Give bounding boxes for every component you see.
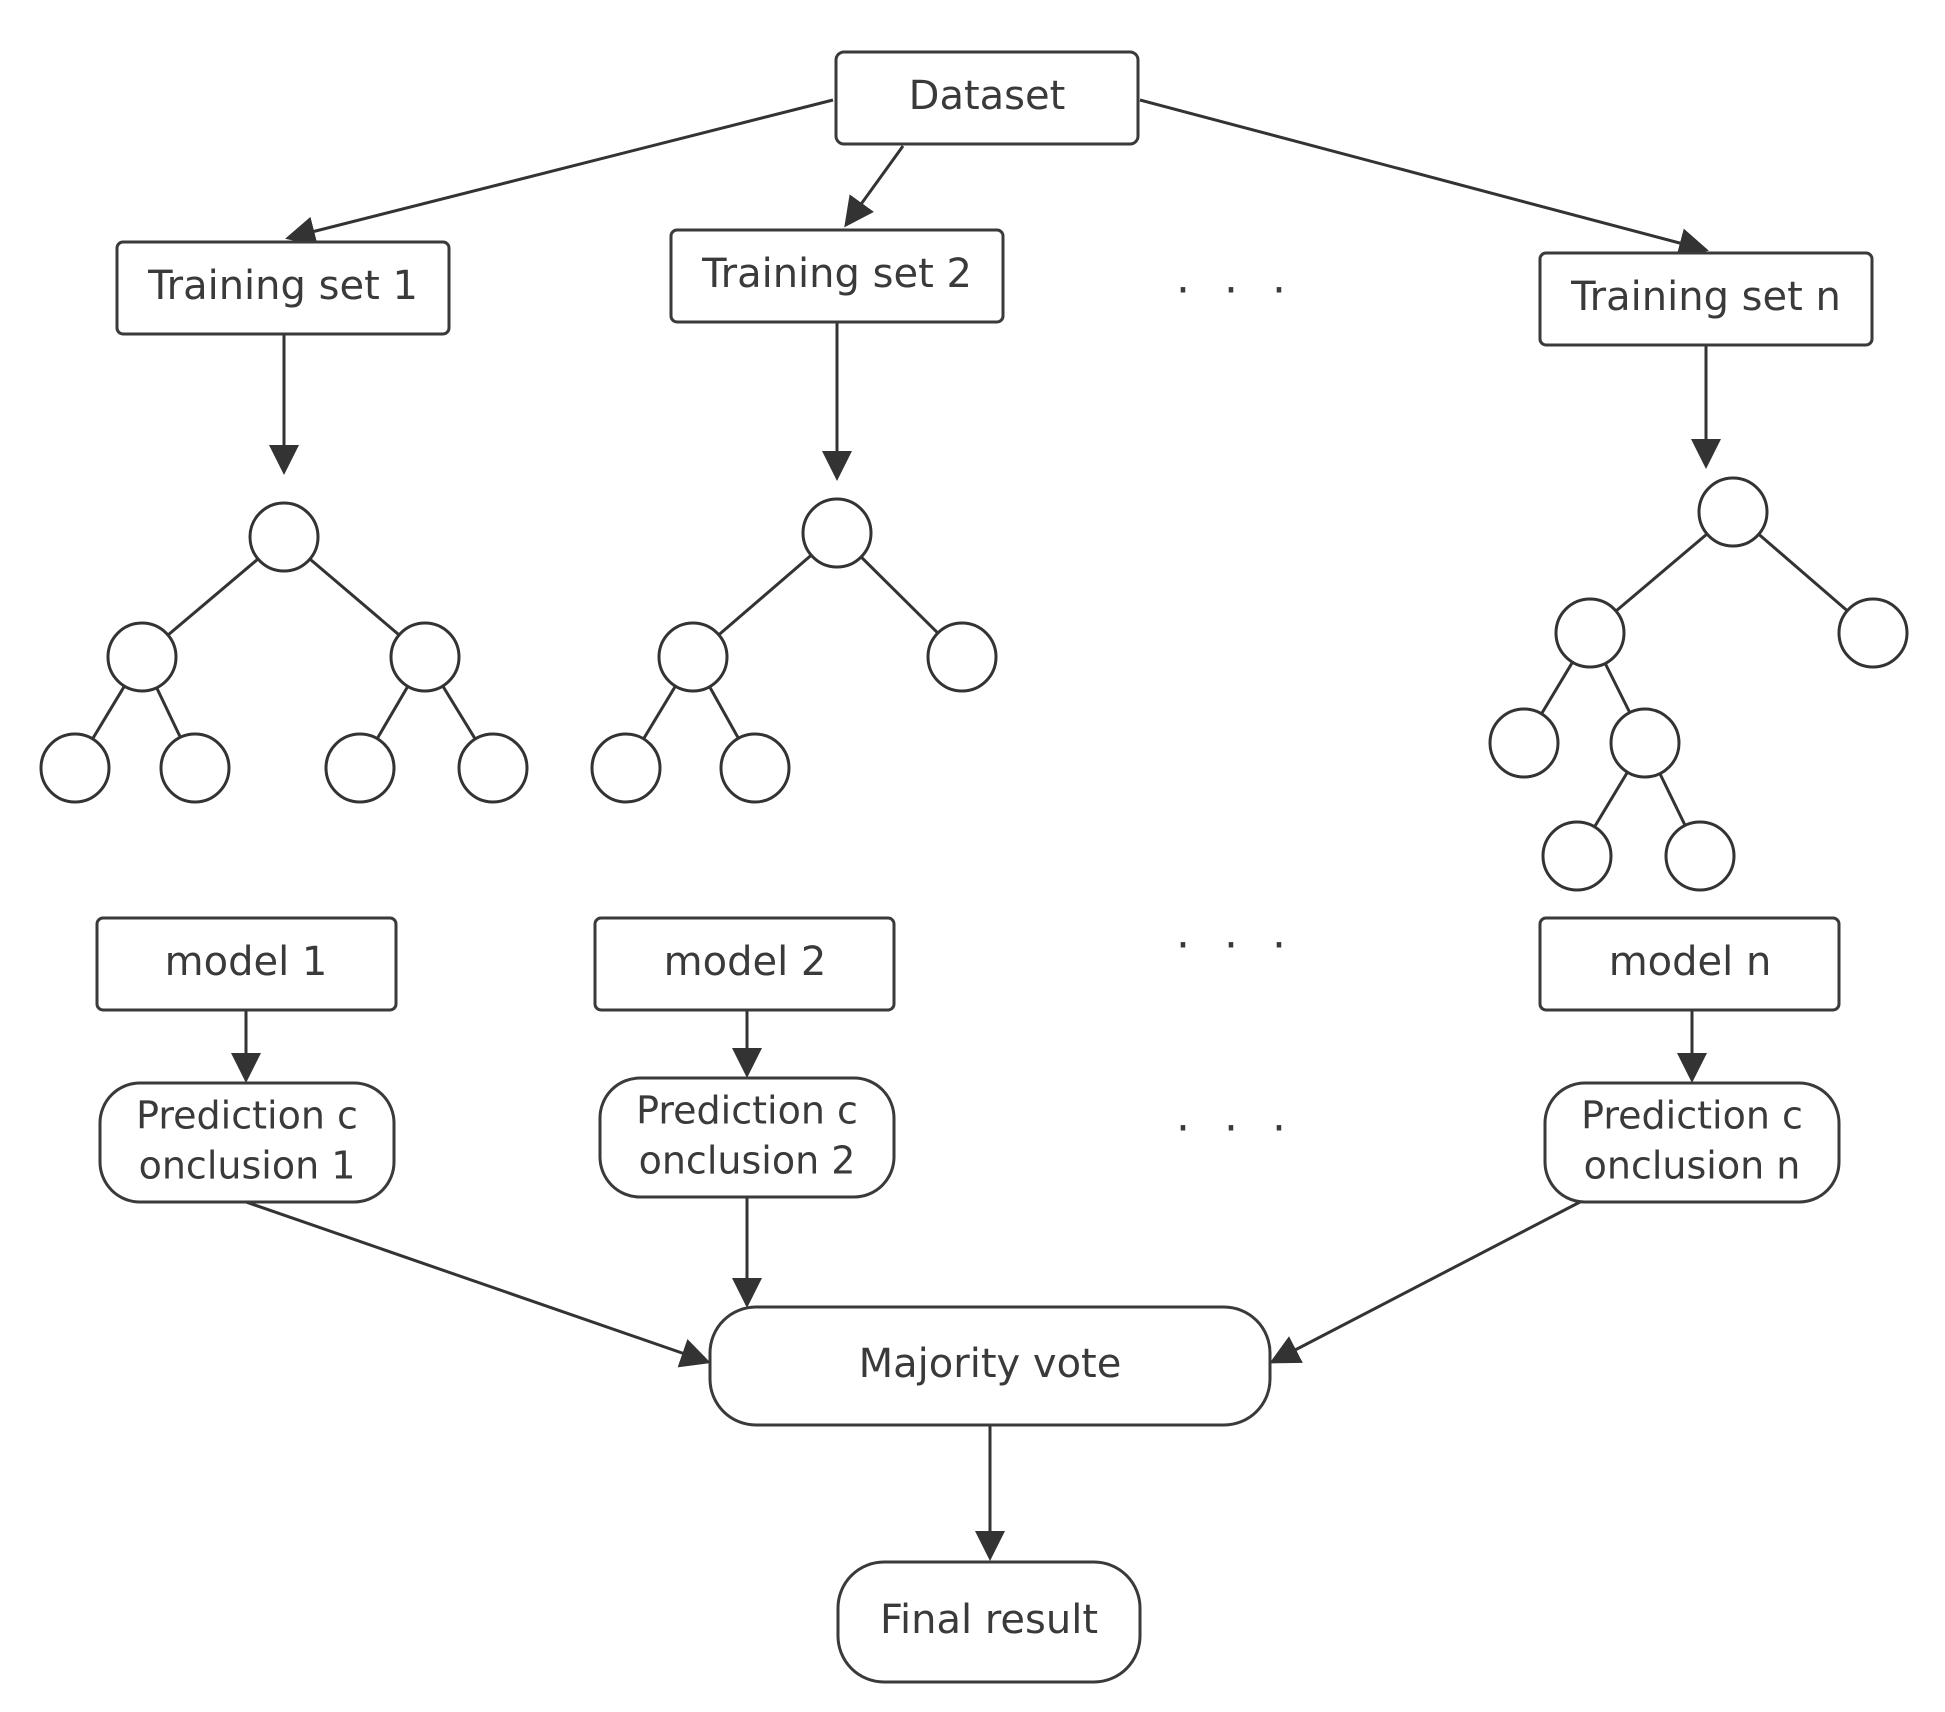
- final-result-label: Final result: [880, 1597, 1098, 1643]
- training-set-n-node: Training set n: [1538, 251, 1874, 347]
- arrow-dataset-to-training-set-2: [844, 145, 905, 228]
- prediction-2-node: Prediction c onclusion 2: [598, 1076, 896, 1199]
- arrow-dataset-to-training-set-1: [285, 98, 834, 246]
- ellipsis-predictions: · · ·: [1176, 1103, 1296, 1154]
- model-1-label: model 1: [165, 939, 328, 985]
- tree-node-leaf: [1541, 820, 1613, 892]
- majority-vote-node: Majority vote: [708, 1305, 1272, 1427]
- decision-tree-2: [590, 497, 998, 804]
- ellipsis-training-sets: · · ·: [1176, 265, 1296, 316]
- training-set-2-node: Training set 2: [669, 228, 1005, 324]
- arrow-prediction-n-to-majority-vote: [1269, 1200, 1581, 1364]
- training-set-1-label: Training set 1: [147, 263, 418, 309]
- model-n-label: model n: [1609, 939, 1772, 985]
- tree-node-root: [1697, 476, 1769, 548]
- prediction-1-line-2: onclusion 1: [139, 1144, 356, 1188]
- training-set-n-label: Training set n: [1570, 274, 1841, 320]
- prediction-n-line-2: onclusion n: [1584, 1144, 1801, 1188]
- arrow-dataset-to-training-set-n: [1139, 98, 1709, 258]
- model-2-label: model 2: [664, 939, 827, 985]
- ellipsis-models: · · ·: [1176, 920, 1296, 971]
- decision-tree-1: [39, 501, 529, 804]
- model-2-node: model 2: [593, 916, 896, 1012]
- tree-node: [1609, 707, 1681, 779]
- prediction-1-line-1: Prediction c: [136, 1094, 358, 1138]
- tree-node-leaf: [39, 732, 111, 804]
- model-n-node: model n: [1538, 916, 1841, 1012]
- decision-tree-n: [1488, 476, 1909, 892]
- tree-node-leaf: [457, 732, 529, 804]
- tree-node-leaf: [590, 732, 662, 804]
- dataset-node: Dataset: [834, 50, 1140, 146]
- tree-node: [389, 621, 461, 693]
- training-set-2-label: Training set 2: [701, 251, 972, 297]
- prediction-n-node: Prediction c onclusion n: [1543, 1081, 1841, 1204]
- tree-node-leaf: [1837, 597, 1909, 669]
- final-result-node: Final result: [836, 1560, 1142, 1684]
- connectors: [231, 98, 1721, 1561]
- tree-node: [106, 621, 178, 693]
- tree-node-leaf: [1664, 820, 1736, 892]
- training-set-1-node: Training set 1: [115, 240, 451, 336]
- tree-node: [657, 621, 729, 693]
- prediction-2-line-1: Prediction c: [636, 1089, 858, 1133]
- tree-node-leaf: [926, 621, 998, 693]
- tree-node-leaf: [1488, 707, 1560, 779]
- dataset-label: Dataset: [909, 73, 1066, 119]
- tree-node-root: [801, 497, 873, 569]
- tree-node-leaf: [159, 732, 231, 804]
- prediction-n-line-1: Prediction c: [1581, 1094, 1803, 1138]
- arrow-prediction-1-to-majority-vote: [245, 1200, 711, 1368]
- tree-node-root: [248, 501, 320, 573]
- majority-vote-label: Majority vote: [859, 1341, 1122, 1387]
- prediction-1-node: Prediction c onclusion 1: [98, 1081, 396, 1204]
- tree-node-leaf: [719, 732, 791, 804]
- model-1-node: model 1: [95, 916, 398, 1012]
- tree-node: [1554, 597, 1626, 669]
- tree-node-leaf: [324, 732, 396, 804]
- prediction-2-line-2: onclusion 2: [639, 1139, 856, 1183]
